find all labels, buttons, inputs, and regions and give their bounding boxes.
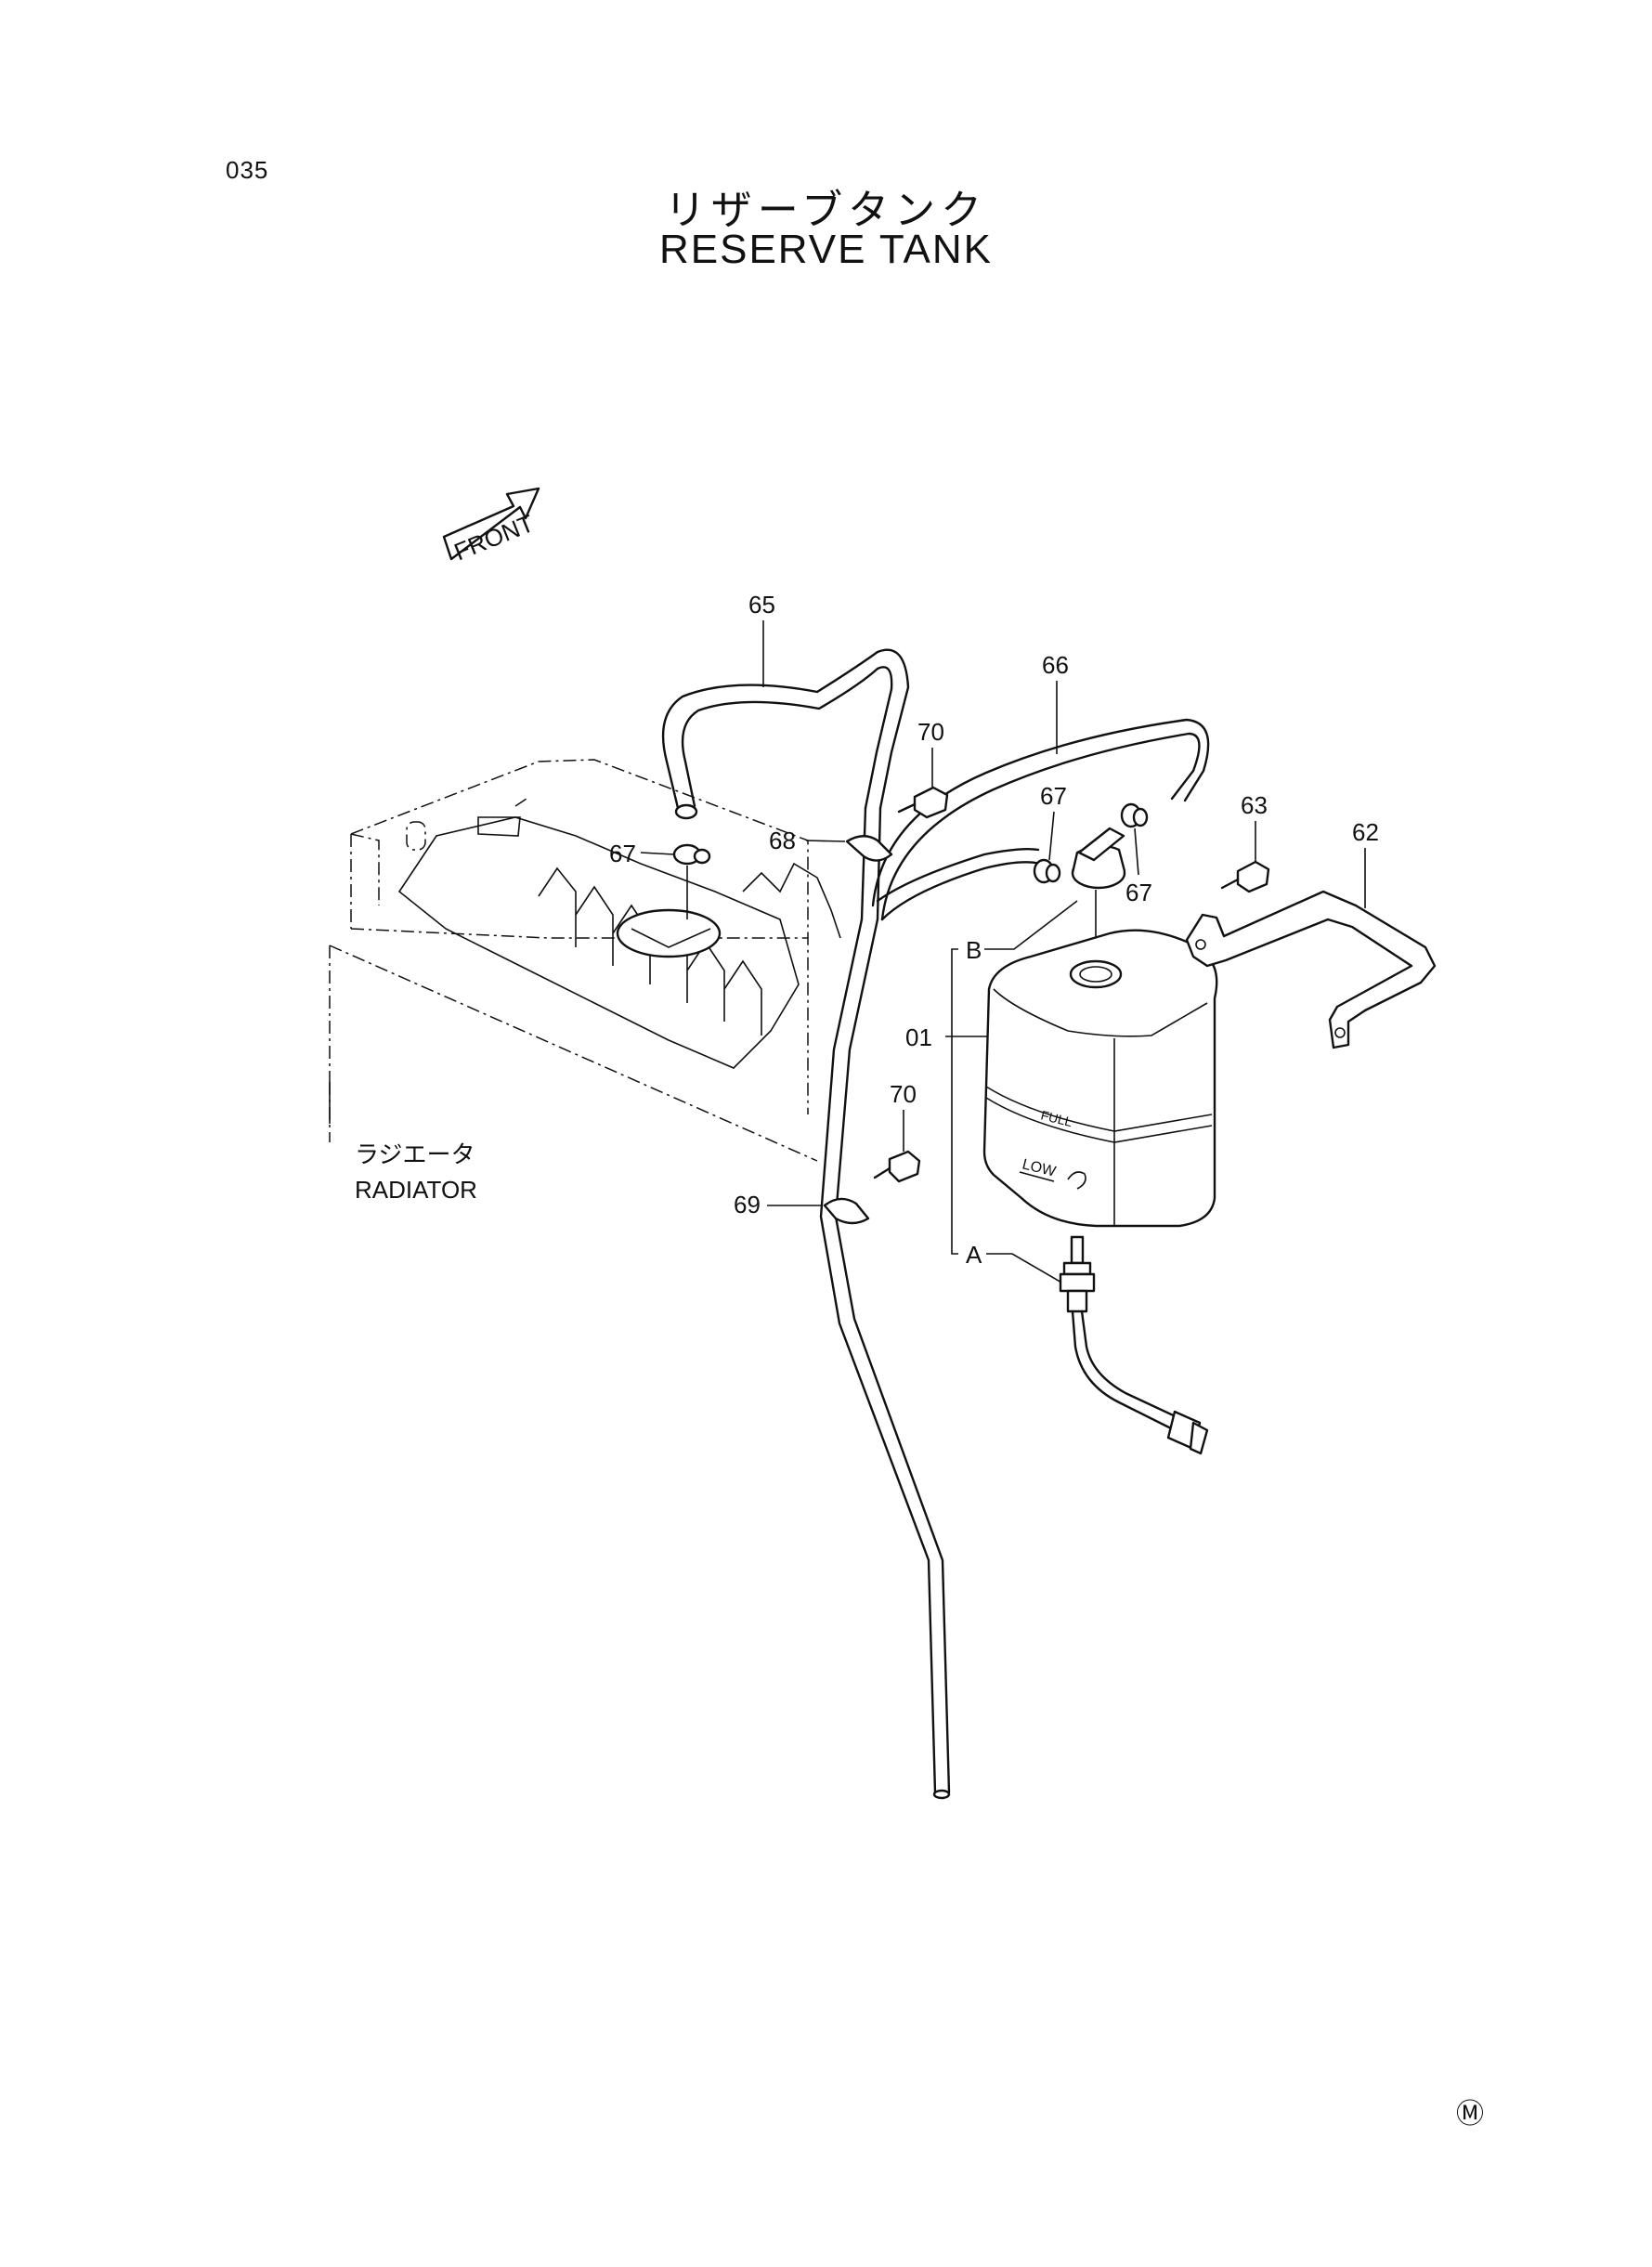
callout-62: 62 bbox=[1352, 818, 1379, 846]
clamp-68 bbox=[845, 835, 893, 862]
callout-67c: 67 bbox=[1125, 879, 1152, 906]
hose-66-branch-outline bbox=[876, 847, 1040, 903]
callout-70b: 70 bbox=[890, 1080, 917, 1108]
title-english: RESERVE TANK bbox=[658, 227, 993, 272]
callout-69: 69 bbox=[734, 1191, 761, 1218]
ref-a: A bbox=[966, 1241, 982, 1269]
callout-65: 65 bbox=[748, 591, 775, 619]
clamp-69 bbox=[823, 1197, 870, 1225]
title-japanese: リザーブタンク bbox=[664, 187, 988, 234]
reserve-tank: FULL LOW bbox=[982, 929, 1218, 1228]
page-mark: Ⓜ bbox=[1456, 2099, 1484, 2130]
ref-b: B bbox=[966, 936, 982, 964]
clamp-67-right bbox=[1120, 802, 1149, 828]
callout-63: 63 bbox=[1241, 791, 1268, 819]
bracket-62 bbox=[1185, 890, 1437, 1049]
hose-66-outline bbox=[871, 718, 1210, 907]
front-arrow-icon: FRONT bbox=[442, 487, 540, 566]
callout-01: 01 bbox=[905, 1023, 932, 1051]
ref-bracket bbox=[951, 948, 958, 1255]
bolt-70-lower bbox=[873, 1150, 921, 1183]
callout-68: 68 bbox=[769, 827, 796, 854]
callout-67a: 67 bbox=[609, 840, 636, 867]
hose-65-outline bbox=[681, 666, 893, 810]
tank-cap bbox=[1071, 827, 1126, 890]
level-sensor bbox=[1059, 1235, 1209, 1455]
callout-67b: 67 bbox=[1040, 782, 1067, 810]
callout-70a: 70 bbox=[917, 718, 944, 746]
callout-66: 66 bbox=[1042, 651, 1069, 679]
hose-66 bbox=[880, 732, 1201, 921]
overflow-pipe-outline bbox=[819, 806, 937, 1794]
leader-b bbox=[984, 900, 1078, 950]
page-number: 035 bbox=[226, 156, 269, 184]
hose-66-branch bbox=[880, 861, 1042, 921]
leader-a bbox=[986, 1253, 1064, 1284]
radiator-label-ja: ラジエータ bbox=[355, 1140, 475, 1168]
leader-68 bbox=[805, 840, 846, 842]
leader-67c bbox=[1134, 827, 1139, 876]
leader-67b bbox=[1048, 811, 1055, 861]
bracket-hole-b bbox=[1334, 1027, 1346, 1038]
bolt-63 bbox=[1220, 860, 1270, 893]
leader-67a bbox=[640, 852, 675, 855]
clamp-67-left bbox=[1033, 858, 1061, 884]
radiator-assembly bbox=[329, 759, 841, 1162]
pipe-end bbox=[932, 1789, 951, 1800]
bolt-70-top bbox=[897, 786, 949, 819]
hose-65-end bbox=[674, 803, 698, 820]
radiator-label-en: RADIATOR bbox=[355, 1176, 477, 1204]
hose-65 bbox=[661, 648, 910, 810]
bracket-hole-a bbox=[1195, 939, 1206, 950]
